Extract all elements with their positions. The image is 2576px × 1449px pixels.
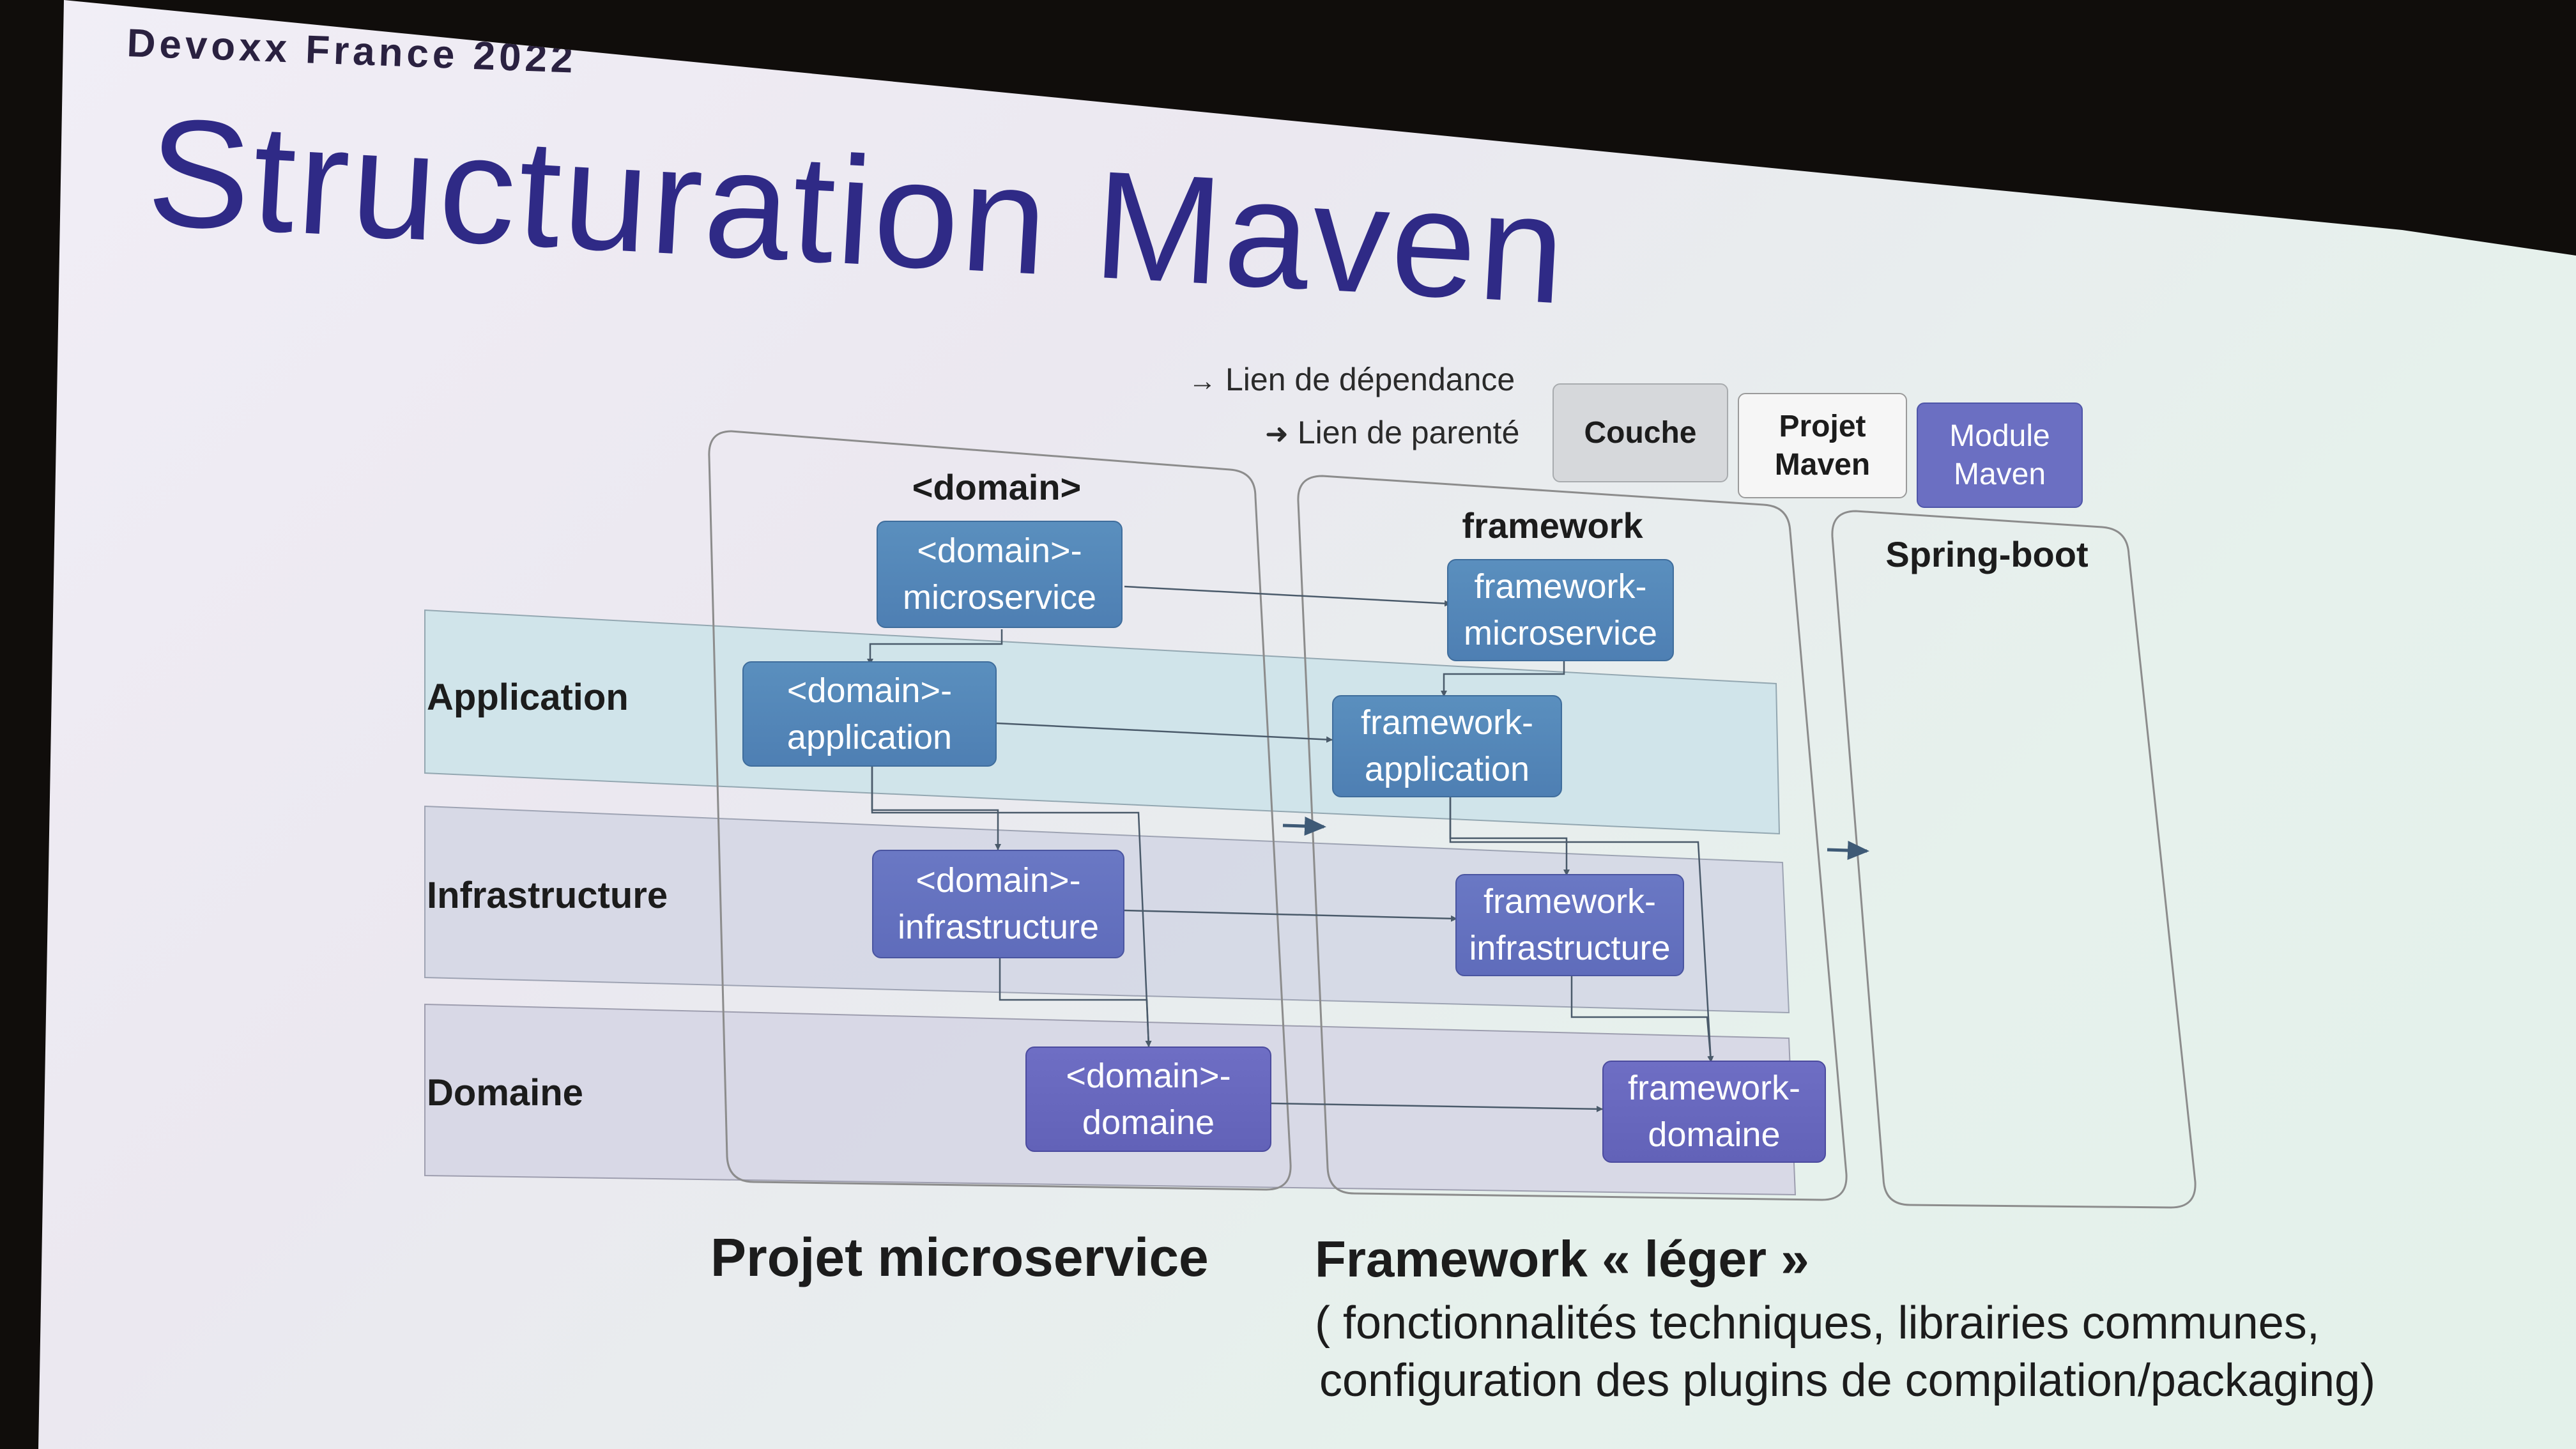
module-line: framework-: [1627, 1069, 1801, 1108]
module-domain-domaine: <domain>- domaine: [1025, 1046, 1271, 1152]
key-couche-label: Couche: [1584, 415, 1697, 450]
module-line: <domain>-: [917, 532, 1082, 571]
dep-domain-application-fw: [996, 722, 1333, 743]
module-line: framework-: [1483, 882, 1657, 921]
dep-domain-infrastructure-fw: [1124, 909, 1457, 922]
thin-arrow-icon: →: [1188, 365, 1216, 397]
dep-domain-domaine-fw: [1271, 1102, 1603, 1112]
caption-framework-leger: Framework « léger »: [1315, 1230, 1809, 1287]
slide: Devoxx France 2022 Structuration Maven →…: [38, 0, 2576, 1449]
module-line: <domain>-: [1066, 1056, 1231, 1095]
key-projet-line2: Maven: [1774, 447, 1871, 482]
layer-label-infrastructure: Infrastructure: [427, 875, 668, 916]
layer-label-domaine: Domaine: [427, 1072, 583, 1114]
key-projet-line1: Projet: [1779, 409, 1866, 443]
layer-label-application: Application: [427, 677, 629, 718]
module-line: framework-: [1474, 567, 1647, 606]
dep-microservice-application: [867, 629, 1003, 665]
caption-projet-microservice: Projet microservice: [710, 1227, 1209, 1287]
module-line: framework-: [1360, 703, 1534, 742]
key-couche: Couche: [1552, 383, 1728, 482]
module-line: microservice: [902, 578, 1097, 617]
legend-parent-label: Lien de parenté: [1297, 415, 1520, 450]
parent-arrow-framework-springboot: [1827, 841, 1869, 861]
dep-fw-infrastructure-domaine: [1570, 976, 1714, 1062]
project-title-framework: framework: [1462, 505, 1643, 546]
dep-fw-microservice-application: [1441, 661, 1565, 697]
module-line: domaine: [1082, 1103, 1215, 1142]
module-line: infrastructure: [897, 908, 1100, 946]
project-box-framework: [1297, 475, 1848, 1201]
project-box-domain: [708, 430, 1292, 1191]
module-framework-domaine: framework-domaine: [1602, 1061, 1826, 1163]
dep-fw-application-domaine: [1449, 797, 1714, 1062]
project-title-domain: <domain>: [912, 467, 1082, 507]
module-framework-infrastructure: framework-infrastructure: [1455, 874, 1684, 976]
module-line: <domain>-: [916, 861, 1081, 900]
module-framework-microservice: framework-microservice: [1447, 559, 1674, 661]
module-domain-infrastructure: <domain>- infrastructure: [872, 850, 1124, 958]
legend-parent: ➜Lien de parenté: [1265, 414, 1519, 451]
dep-infrastructure-domaine: [999, 958, 1152, 1047]
module-line: infrastructure: [1469, 929, 1671, 967]
project-box-springboot: [1831, 510, 2196, 1209]
module-domain-application: <domain>- application: [742, 661, 997, 767]
module-line: <domain>-: [786, 671, 953, 710]
module-domain-microservice: <domain>- microservice: [877, 521, 1123, 628]
dep-application-domaine: [871, 765, 1152, 1047]
dep-domain-microservice-fw: [1124, 585, 1451, 607]
legend-dependency-label: Lien de dépendance: [1225, 362, 1515, 397]
legend-dependency: → Lien de dépendance: [1188, 361, 1515, 398]
module-line: domaine: [1648, 1116, 1781, 1154]
caption-framework-sub1: ( fonctionnalités techniques, librairies…: [1315, 1298, 2320, 1349]
key-module-line2: Maven: [1953, 457, 2046, 491]
project-title-springboot: Spring-boot: [1885, 534, 2089, 574]
module-line: application: [1364, 750, 1530, 788]
key-module-line1: Module: [1949, 418, 2050, 453]
module-framework-application: framework-application: [1332, 695, 1562, 797]
parent-arrow-domain-framework: [1282, 816, 1326, 836]
caption-framework-sub2: configuration des plugins de compilation…: [1319, 1355, 2376, 1406]
thick-arrow-icon: ➜: [1265, 418, 1289, 450]
diagram-canvas: [424, 430, 2196, 1209]
module-line: application: [786, 717, 953, 756]
module-line: microservice: [1463, 614, 1658, 652]
